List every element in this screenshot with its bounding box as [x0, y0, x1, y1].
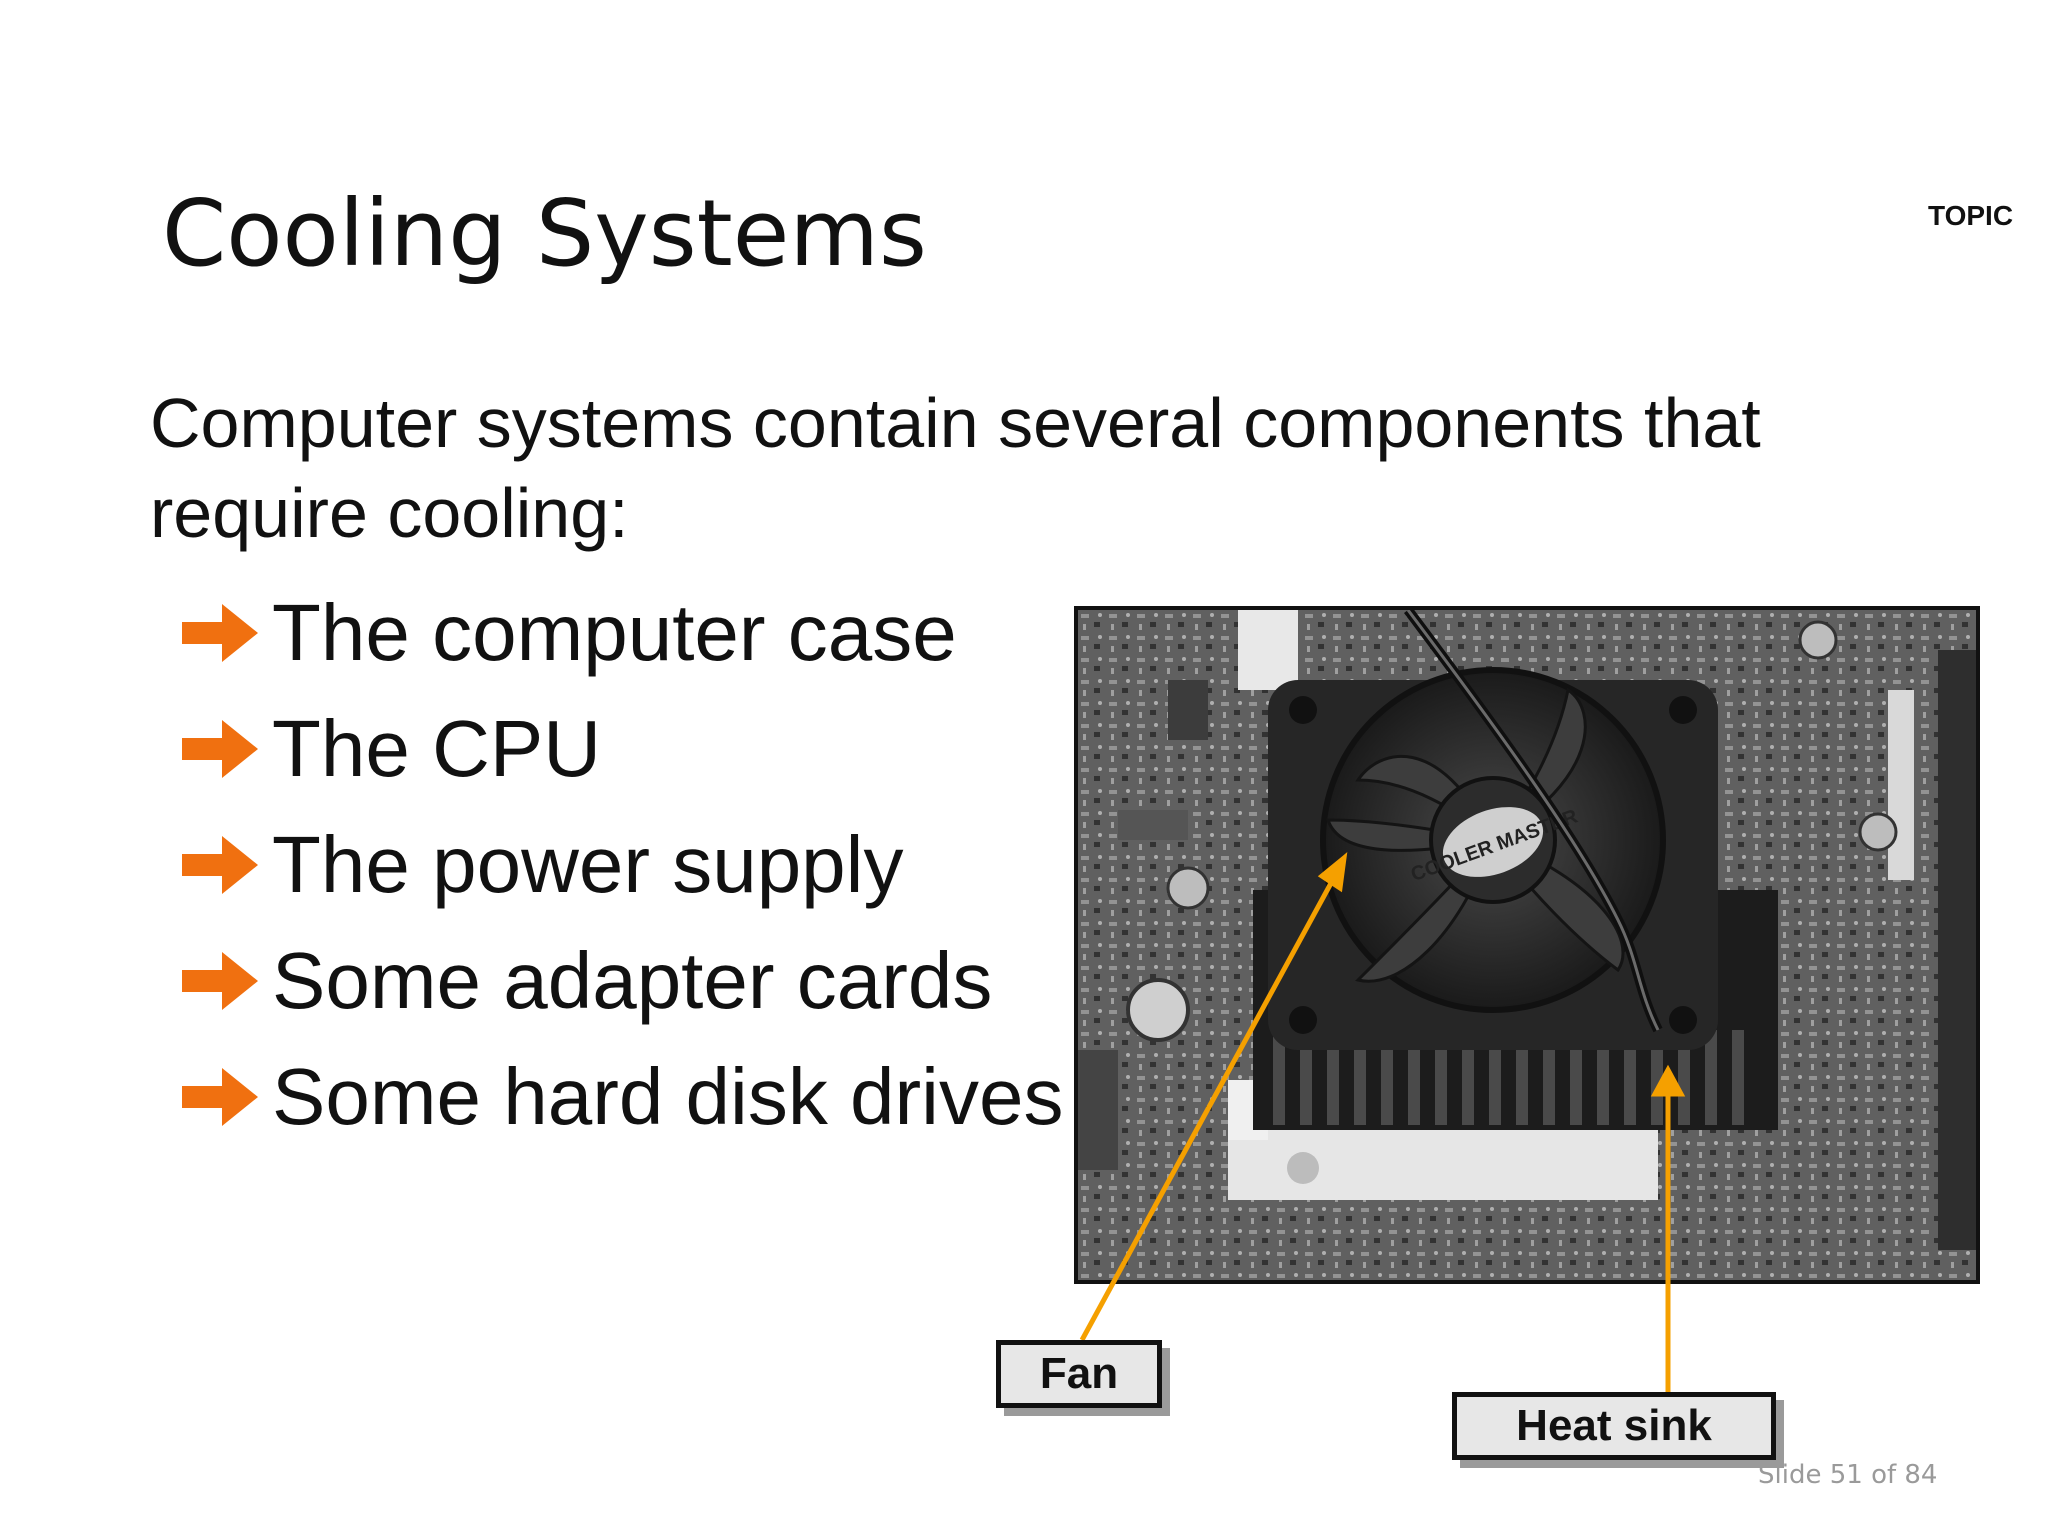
- right-arrow-icon: [182, 836, 258, 894]
- fan-label: Fan: [996, 1340, 1162, 1408]
- bullet-text: Some adapter cards: [272, 936, 993, 1025]
- fan-arrowhead: [1317, 852, 1348, 893]
- topic-tag: TOPIC: [1928, 200, 2014, 231]
- bullet-text: The CPU: [272, 704, 601, 793]
- right-arrow-icon: [182, 720, 258, 778]
- cpu-cooler-photo: COOLER MASTER: [1074, 606, 1980, 1284]
- slide-title: Cooling Systems: [162, 180, 927, 287]
- bullet-item: The CPU: [180, 691, 1063, 807]
- right-arrow-icon: [182, 604, 258, 662]
- intro-text: Computer systems contain several compone…: [150, 384, 1761, 552]
- bullet-list: The computer case The CPU The power supp…: [180, 575, 1063, 1155]
- cpu-cooler-illustration: COOLER MASTER: [1078, 610, 1976, 1280]
- fan-callout-line: [1079, 872, 1339, 1342]
- bullet-text: Some hard disk drives: [272, 1052, 1064, 1141]
- right-arrow-icon: [182, 952, 258, 1010]
- slide-number: Slide 51 of 84: [1758, 1460, 1938, 1490]
- heat-sink-label: Heat sink: [1452, 1392, 1776, 1460]
- bullet-item: Some adapter cards: [180, 923, 1063, 1039]
- bullet-item: The computer case: [180, 575, 1063, 691]
- bullet-text: The power supply: [272, 820, 904, 909]
- bullet-text: The computer case: [272, 588, 957, 677]
- right-arrow-icon: [182, 1068, 258, 1126]
- bullet-item: The power supply: [180, 807, 1063, 923]
- heatsink-arrowhead: [1650, 1064, 1686, 1097]
- bullet-item: Some hard disk drives: [180, 1039, 1063, 1155]
